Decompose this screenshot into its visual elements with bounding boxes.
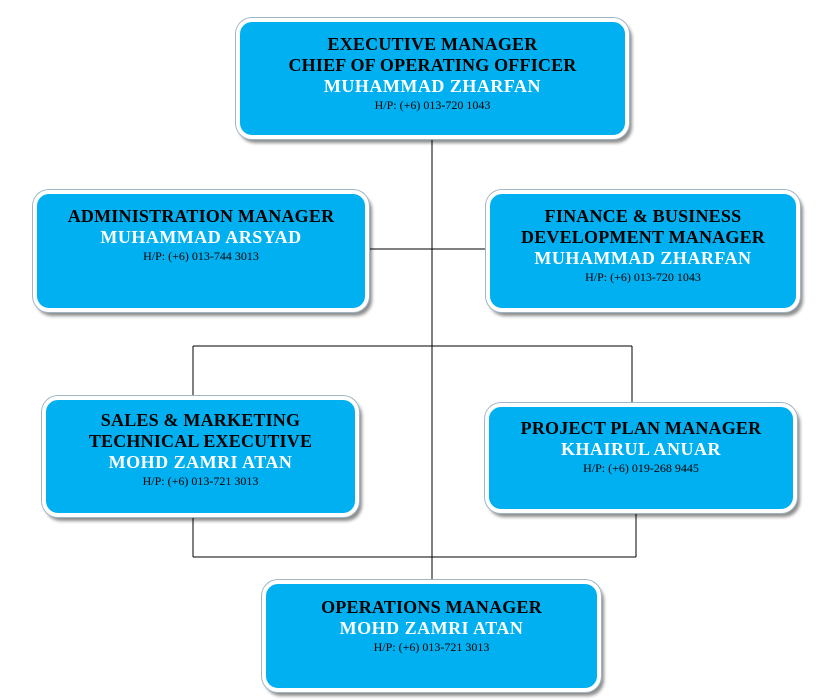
- node-title: DEVELOPMENT MANAGER: [521, 227, 765, 247]
- node-phone: H/P: (+6) 013-744 3013: [143, 249, 259, 263]
- operations-manager-box: OPERATIONS MANAGER MOHD ZAMRI ATAN H/P: …: [262, 580, 601, 692]
- node-phone: H/P: (+6) 013-721 3013: [373, 640, 490, 654]
- node-person-name: MOHD ZAMRI ATAN: [339, 618, 524, 638]
- sales-marketing-executive-box: SALES & MARKETING TECHNICAL EXECUTIVE MO…: [42, 396, 359, 517]
- node-person-name: KHAIRUL ANUAR: [560, 439, 722, 459]
- node-person-name: MOHD ZAMRI ATAN: [108, 452, 293, 472]
- node-title: PROJECT PLAN MANAGER: [520, 418, 762, 438]
- node-title: TECHNICAL EXECUTIVE: [88, 431, 313, 451]
- executive-manager-box: EXECUTIVE MANAGER CHIEF OF OPERATING OFF…: [236, 18, 629, 139]
- node-phone: H/P: (+6) 013-720 1043: [374, 98, 491, 112]
- administration-manager-box: ADMINISTRATION MANAGER MUHAMMAD ARSYAD H…: [33, 190, 369, 312]
- node-title: FINANCE & BUSINESS: [544, 206, 742, 226]
- node-person-name: MUHAMMAD ZHARFAN: [323, 76, 542, 96]
- node-phone: H/P: (+6) 019-268 9445: [583, 461, 699, 475]
- node-title: OPERATIONS MANAGER: [321, 597, 542, 617]
- node-phone: H/P: (+6) 013-721 3013: [142, 474, 259, 488]
- node-title: EXECUTIVE MANAGER: [327, 34, 538, 54]
- node-person-name: MUHAMMAD ZHARFAN: [534, 248, 752, 268]
- finance-business-development-manager-box: FINANCE & BUSINESS DEVELOPMENT MANAGER M…: [486, 190, 800, 312]
- node-person-name: MUHAMMAD ARSYAD: [100, 227, 302, 247]
- node-title: ADMINISTRATION MANAGER: [67, 206, 335, 226]
- node-title: CHIEF OF OPERATING OFFICER: [288, 55, 577, 75]
- project-plan-manager-box: PROJECT PLAN MANAGER KHAIRUL ANUAR H/P: …: [485, 403, 797, 513]
- node-title: SALES & MARKETING: [100, 410, 301, 430]
- node-phone: H/P: (+6) 013-720 1043: [585, 270, 701, 284]
